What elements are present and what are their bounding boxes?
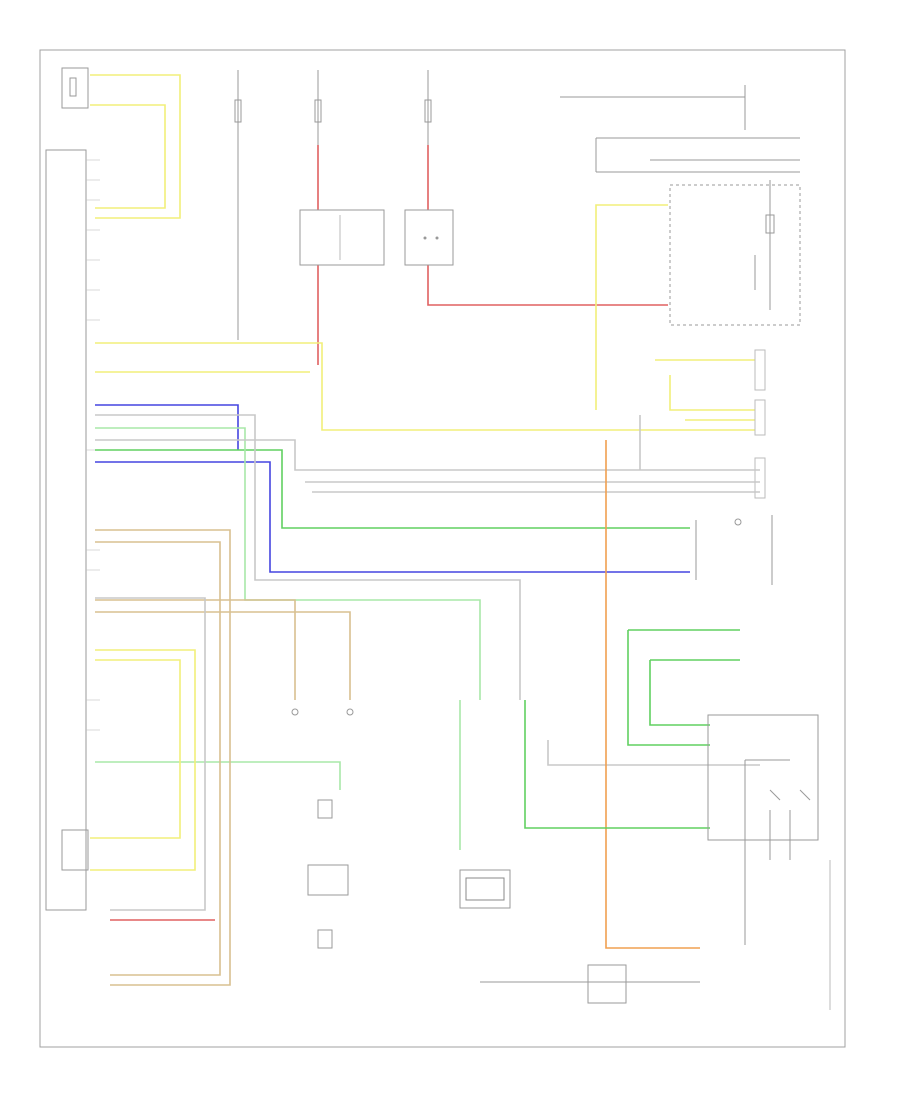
yellow-wire-meter xyxy=(595,204,668,410)
red-wires xyxy=(317,145,668,365)
meter-internal xyxy=(754,180,775,310)
yellow-wires-main xyxy=(95,342,755,431)
top-right-circuit xyxy=(560,85,800,173)
green-wires-right xyxy=(524,629,740,829)
fuse-2 xyxy=(314,70,322,145)
occupant-position-module xyxy=(707,714,819,841)
right-connectors xyxy=(754,349,766,499)
module-switches xyxy=(744,759,811,945)
srs-unit xyxy=(45,149,87,911)
right-rear-sensor-element xyxy=(69,77,77,97)
passenger-weight-sensor xyxy=(587,964,627,1004)
front-sensor-wires xyxy=(95,597,215,921)
combination-meter xyxy=(669,184,801,326)
right-front-impact-sensor xyxy=(291,708,299,716)
connector-pins xyxy=(86,159,100,731)
fuse-1 xyxy=(234,70,242,340)
left-front-impact-sensor xyxy=(346,708,354,716)
orange-wire xyxy=(605,440,700,949)
passenger-airbag xyxy=(459,869,511,909)
right-rear-sensor xyxy=(61,67,89,109)
left-rear-sensor xyxy=(61,829,89,871)
green-wire xyxy=(95,449,690,529)
occupant-position-switch xyxy=(307,864,349,896)
gray-wires xyxy=(95,414,760,766)
blue-wire xyxy=(95,404,690,573)
seat-belt-switch xyxy=(317,929,333,949)
tan-wires xyxy=(95,529,351,986)
relay-2 xyxy=(404,209,454,266)
right-sensor-group xyxy=(695,515,773,585)
yellow-wires-top xyxy=(90,74,181,219)
relay-1 xyxy=(299,209,385,266)
left-front-sensor xyxy=(317,799,333,819)
yellow-wires-bottom-left xyxy=(90,649,196,871)
fuse-3 xyxy=(424,70,432,145)
diagram-frame xyxy=(39,49,846,1048)
